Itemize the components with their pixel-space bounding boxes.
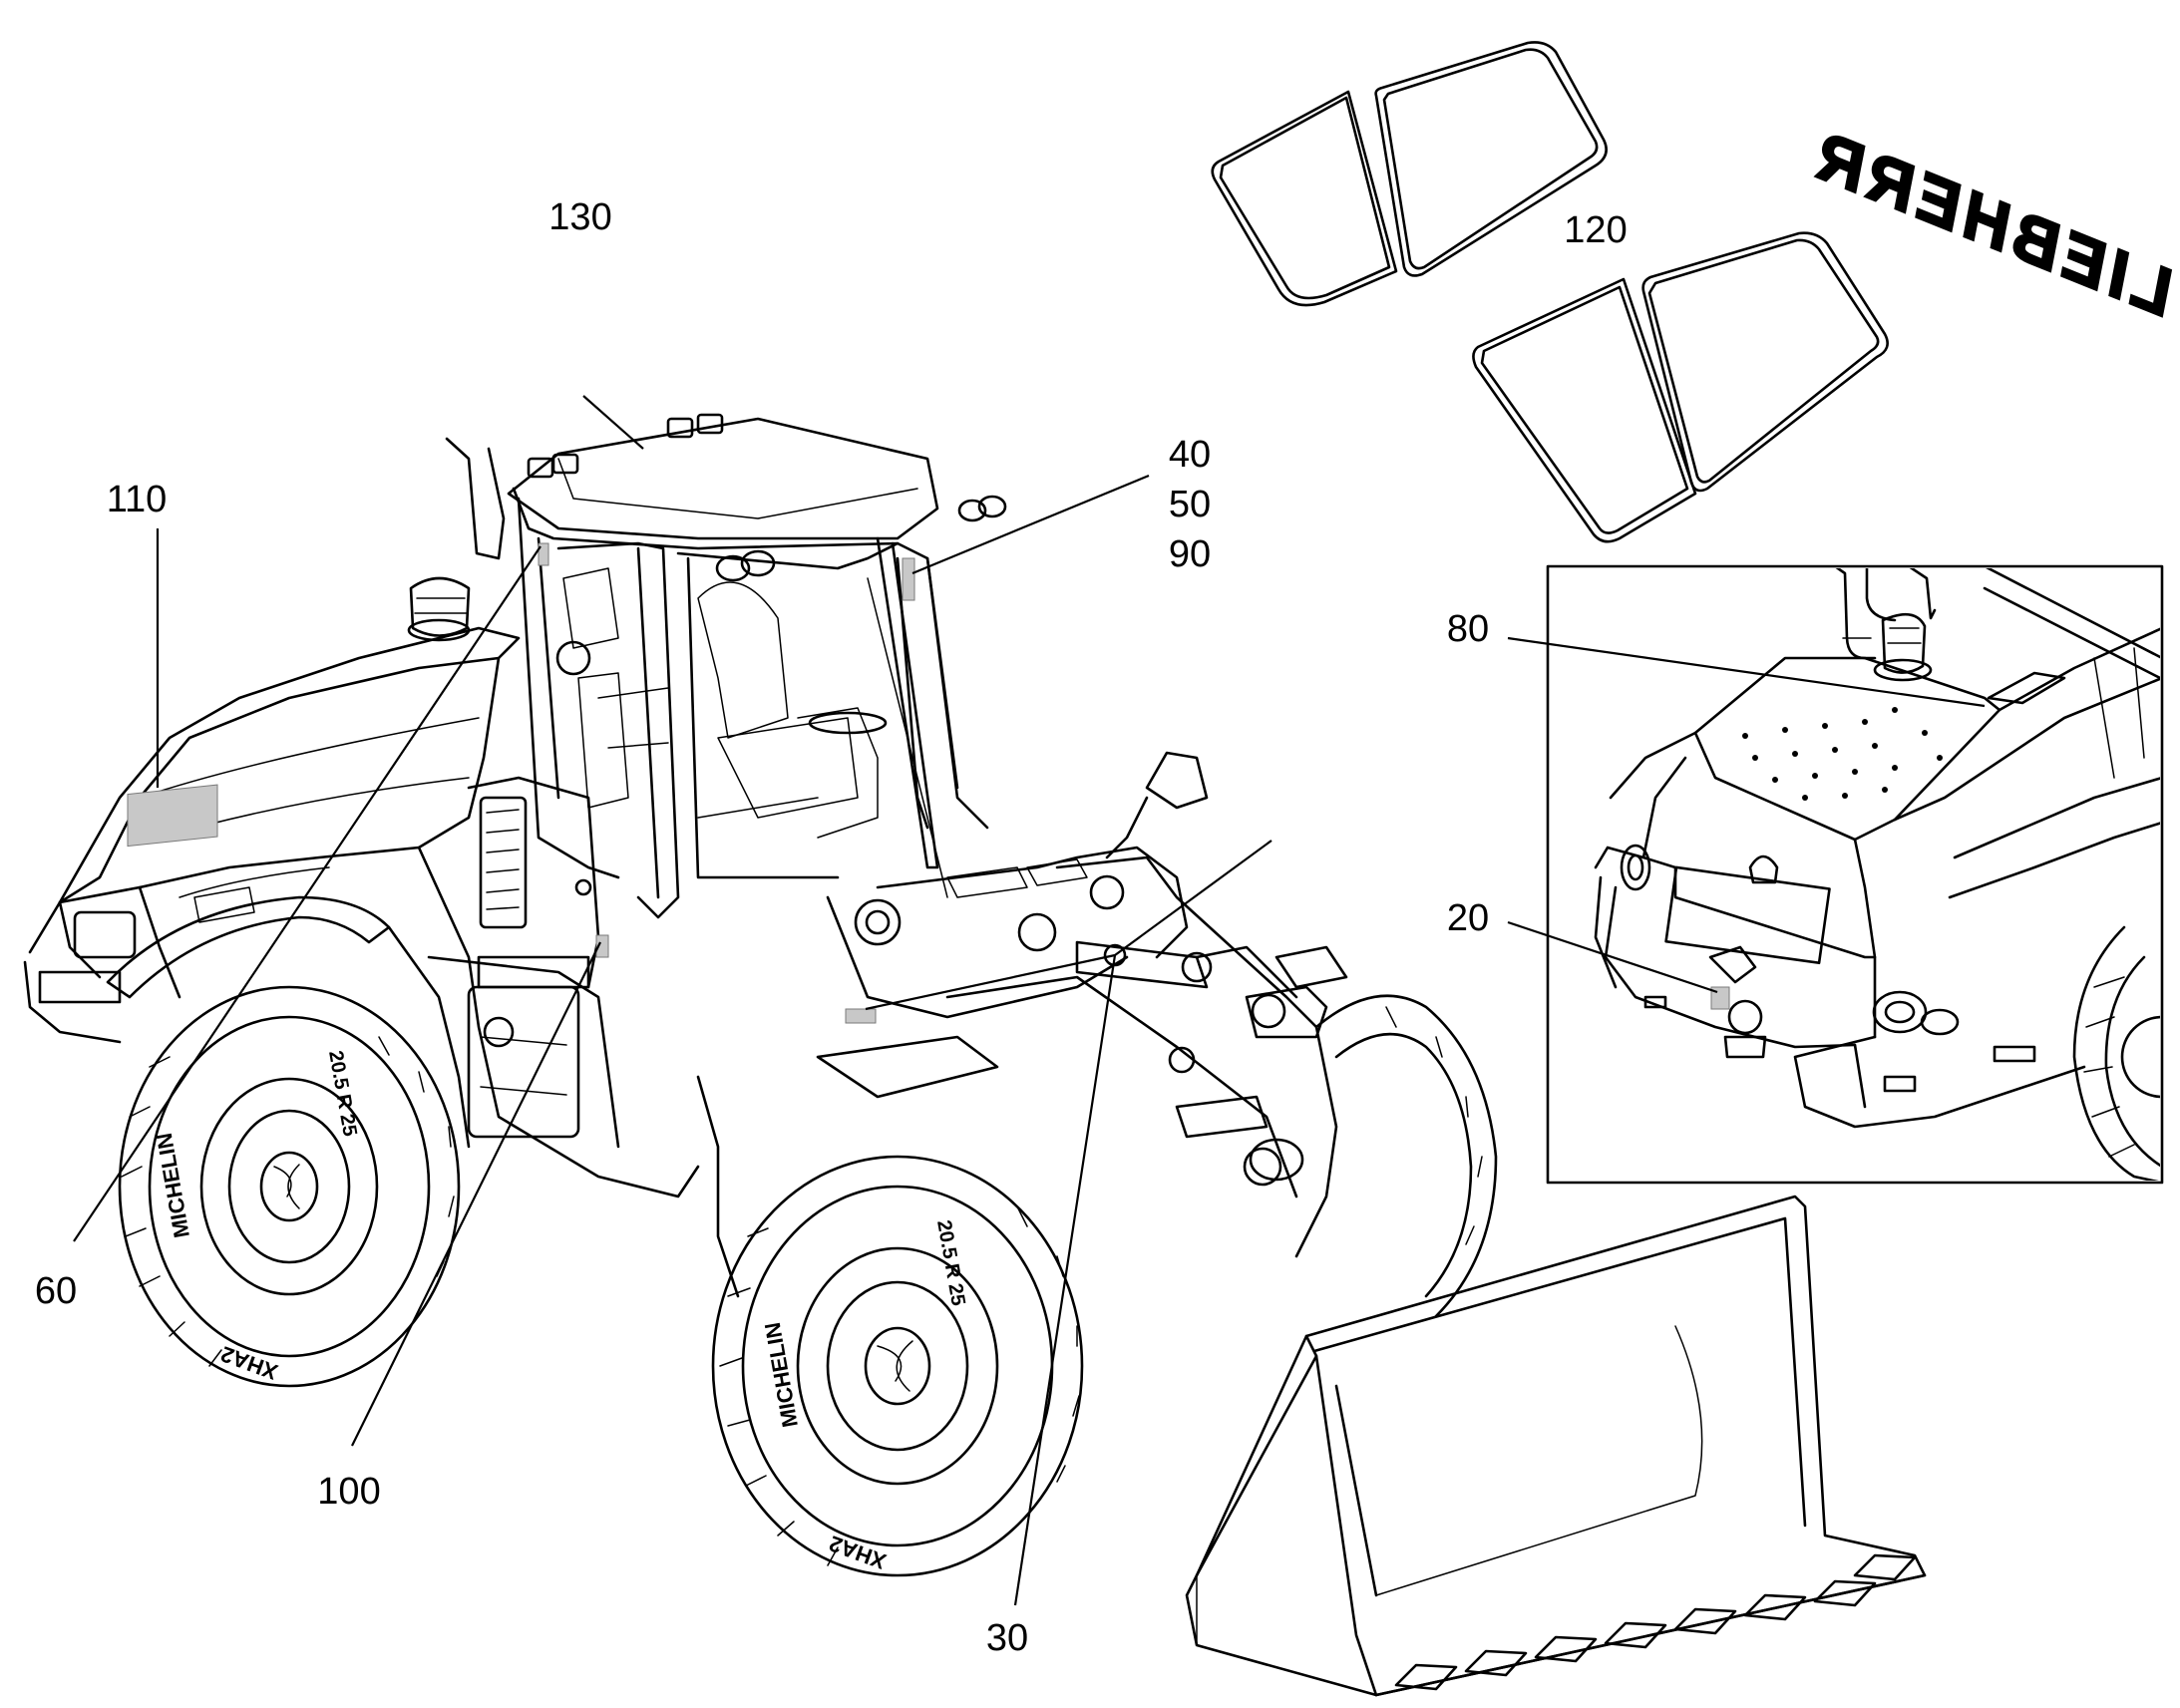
callout-120: 120 <box>1564 209 1627 251</box>
front-left-wheel: MICHELIN 20.5 R 25 XHA2 <box>711 1155 1084 1577</box>
callout-60: 60 <box>35 1270 77 1312</box>
window-panes-upper <box>1211 41 1608 307</box>
brand-logo-text: LIEBHERR <box>1801 117 2180 329</box>
callout-30: 30 <box>986 1617 1028 1659</box>
brand-logo-decal: LIEBHERR <box>1800 116 2180 331</box>
callout-90: 90 <box>1169 533 1211 575</box>
front-tire-brand-text: MICHELIN <box>760 1320 803 1429</box>
callout-labels: 130 110 120 40 50 90 80 20 60 100 30 <box>35 196 1628 1659</box>
callout-40: 40 <box>1169 434 1211 476</box>
decal-30 <box>845 1008 877 1024</box>
decal-100 <box>595 934 609 958</box>
rear-tire-brand-text: MICHELIN <box>152 1131 194 1239</box>
decal-110 <box>127 784 218 848</box>
front-tire-size-text: 20.5 R 25 <box>932 1218 969 1307</box>
bucket-teeth <box>1394 1553 1917 1691</box>
callout-100: 100 <box>317 1471 380 1513</box>
callout-80: 80 <box>1447 608 1489 650</box>
loader-bucket <box>1185 1195 1927 1697</box>
callout-110: 110 <box>107 479 168 520</box>
decal-40-50-90 <box>902 557 915 601</box>
window-panes-lower <box>1472 231 1889 543</box>
rear-left-wheel: MICHELIN 20.5 R 25 XHA2 <box>118 985 461 1388</box>
callout-20: 20 <box>1447 897 1489 939</box>
rear-detail-inset <box>1546 564 2164 1185</box>
front-tire-model-text: XHA2 <box>826 1531 890 1574</box>
decal-60 <box>538 542 549 566</box>
rear-tire-size-text: 20.5 R 25 <box>324 1049 361 1138</box>
callout-50: 50 <box>1169 484 1211 525</box>
wheel-loader-body: MICHELIN 20.5 R 25 XHA2 MICHELIN 20.5 R … <box>23 413 1927 1697</box>
side-grille <box>479 796 528 929</box>
leader-lines <box>73 395 1986 1606</box>
callout-130: 130 <box>548 196 611 238</box>
